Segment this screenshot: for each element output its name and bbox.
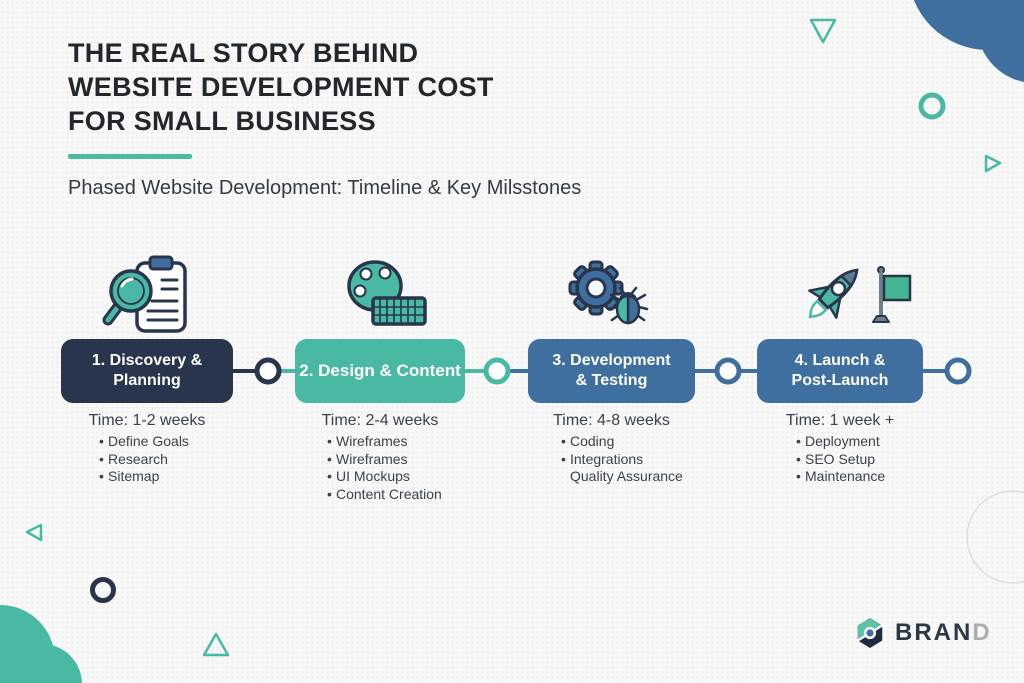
bullet-item: •Research [99, 450, 168, 467]
phase-3-label-line: & Testing [575, 372, 648, 389]
bullet-item: •UI Mockups [327, 468, 410, 484]
phase-1-box: 1. Discovery & Planning [61, 339, 233, 403]
phase-2-box: 2. Design & Content [295, 339, 465, 403]
bullet-item: •Sitemap [99, 468, 160, 484]
phase-1-label-line: 1. Discovery & [91, 352, 203, 369]
brand-logo-mark-icon [857, 617, 883, 649]
gear-bug-icon [568, 260, 649, 325]
page-title-line: WEBSITE DEVELOPMENT COST [68, 72, 494, 102]
connector-node-4 [944, 357, 972, 385]
phase-4-label-line: Post-Launch [791, 372, 889, 389]
bullet-item: •Deployment [796, 433, 880, 449]
phase-2-bullets: •Wireframes•Wireframes•UI Mockups•Conten… [327, 433, 442, 503]
phase-3-box: 3. Development & Testing [528, 339, 695, 403]
phase-4-box: 4. Launch & Post-Launch [757, 339, 923, 403]
triangle-up-decoration [202, 632, 230, 657]
subtitle: Phased Website Development: Timeline & K… [68, 177, 582, 199]
phase-4-time: Time: 1 week + [785, 412, 895, 429]
bullet-item: •Coding [561, 433, 615, 449]
connector-node-2 [483, 357, 511, 385]
phase-1-bullets: •Define Goals•Research•Sitemap [99, 433, 189, 486]
bullet-item: •SEO Setup [796, 450, 876, 467]
connector-node-3 [714, 357, 742, 385]
title-underline [68, 154, 192, 159]
flag-part [872, 266, 912, 323]
phase-2-time: Time: 2-4 weeks [321, 412, 439, 429]
bullet-item: •Maintenance [796, 468, 886, 484]
phase-3-time: Time: 4-8 weeks [553, 412, 670, 429]
brand-logo-text: BRAND [895, 619, 992, 647]
page-title-line: FOR SMALL BUSINESS [68, 106, 376, 136]
page-title: THE REAL STORY BEHIND WEBSITE DEVELOPMEN… [68, 36, 494, 138]
bullet-item: •Wireframes [327, 433, 408, 449]
phase-4-bullets: •Deployment•SEO Setup•Maintenance [796, 433, 885, 486]
bullet-item: •Content Creation [327, 485, 442, 502]
phase-1-time: Time: 1-2 weeks [88, 412, 206, 429]
triangle-down-decoration [809, 18, 837, 44]
brand-logo: BRAND [854, 616, 992, 650]
phase-2-label-line: 2. Design & Content [299, 361, 461, 380]
phase-1-label-line: Planning [113, 372, 181, 389]
circle-decoration-navy [90, 577, 116, 603]
bullet-item: •Wireframes [327, 450, 408, 467]
magnifier-clipboard-icon [102, 255, 187, 333]
circle-decoration-teal [918, 92, 946, 120]
page-title-line: THE REAL STORY BEHIND [68, 38, 419, 68]
circle-decoration-light [966, 490, 1024, 584]
connector-node-1 [254, 357, 282, 385]
brand-logo-text-last: D [972, 619, 992, 646]
palette-keyboard-icon [347, 260, 427, 326]
phase-4-label-line: 4. Launch & [794, 352, 886, 369]
brand-logo-text-main: BRAN [895, 619, 973, 646]
bullet-item: Quality Assurance [570, 468, 683, 484]
cloud-decoration-bottom-left [0, 605, 82, 683]
triangle-right-decoration [984, 154, 1002, 173]
phase-3-label-line: 3. Development [552, 352, 671, 369]
rocket-flag-icon [808, 266, 912, 323]
bullet-item: •Integrations [561, 450, 644, 467]
cloud-decoration-top-right [913, 0, 1024, 82]
bullet-item: •Define Goals [99, 433, 189, 449]
triangle-left-decoration [25, 523, 43, 542]
